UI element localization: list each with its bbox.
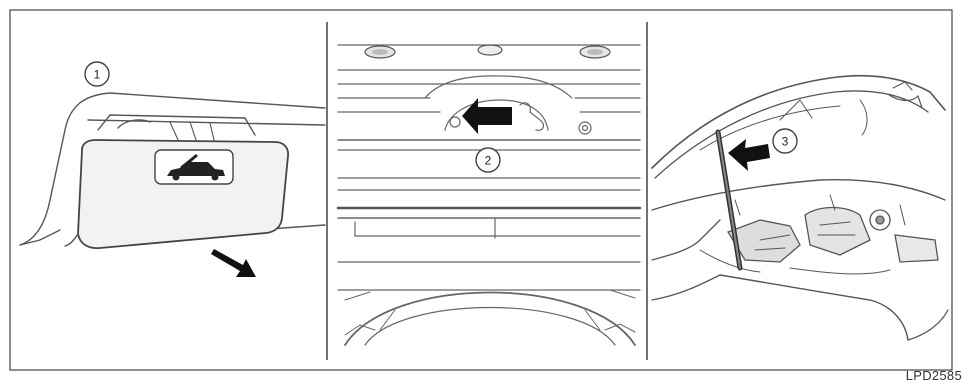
support-rod-arrow-icon [728, 139, 770, 171]
engine-bay-edge [652, 180, 945, 210]
panel-hood-latch [338, 45, 640, 345]
callout-1-number: 1 [94, 68, 101, 82]
lid-hinge [65, 234, 78, 246]
clip-center [478, 45, 502, 55]
fender-line [720, 275, 908, 340]
glove-inner-lines [170, 122, 214, 140]
figure-code: LPD2585 [906, 368, 962, 383]
callout-1: 1 [85, 62, 109, 86]
latch-housing [425, 76, 572, 98]
wheel-arch-inner [365, 308, 615, 346]
pull-down-arrow-icon [211, 249, 256, 277]
panel-open-hood [652, 76, 948, 340]
callout-3-number: 3 [782, 135, 789, 149]
callout-3: 3 [773, 129, 797, 153]
hood-outer-edge [652, 76, 945, 168]
push-left-arrow-icon [462, 98, 512, 134]
callout-2-number: 2 [485, 154, 492, 168]
callout-2: 2 [476, 148, 500, 172]
panel-glove-box [20, 93, 325, 277]
